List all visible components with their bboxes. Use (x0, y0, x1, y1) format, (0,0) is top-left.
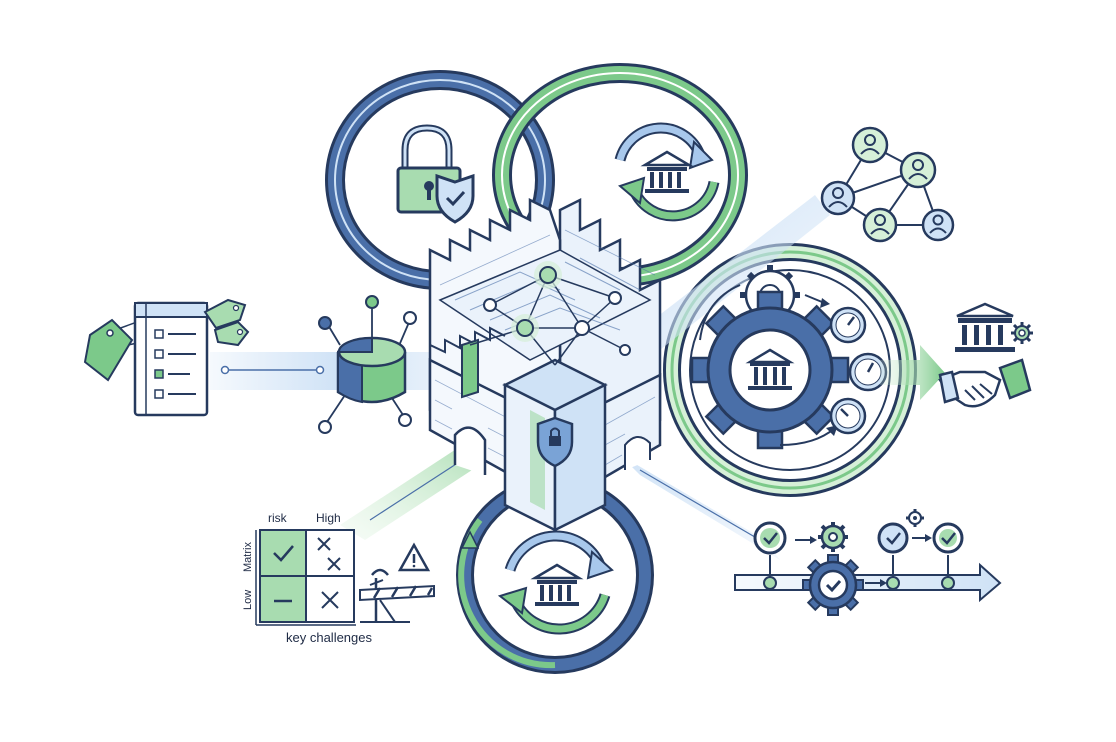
checklist-tags-icon (83, 298, 250, 417)
arrow-to-handshake (880, 345, 945, 400)
fortress-network (469, 261, 631, 366)
cross-icon (321, 591, 339, 609)
beam-lower-right (620, 455, 780, 560)
matrix-high-label: High (316, 511, 341, 525)
check-icon (273, 545, 294, 562)
beam-upper-right (640, 195, 830, 350)
person-node (899, 151, 937, 189)
bank-handshake-icon (938, 302, 1033, 408)
person-node (921, 208, 955, 242)
person-node (851, 126, 889, 164)
matrix-cell-1 (259, 529, 307, 577)
pie-cylinder-icon (318, 295, 417, 434)
process-timeline-icon (734, 509, 1002, 616)
risk-matrix: risk High Matrix Low key challenges (242, 511, 372, 645)
warning-barrier-icon (359, 542, 435, 623)
person-node (862, 207, 898, 243)
matrix-caption: key challenges (286, 630, 372, 645)
matrix-cell-3 (259, 575, 307, 623)
gear-bank-icon (690, 265, 850, 450)
matrix-risk-label: risk (268, 511, 288, 525)
bank-cycle-icon (614, 122, 720, 222)
cross-icon (317, 537, 341, 571)
fortress-icon (428, 197, 662, 533)
matrix-low-label: Low (242, 590, 254, 610)
bank-cycle-bottom-icon (460, 530, 614, 635)
network-people-icon (820, 126, 955, 243)
lock-shield-icon (396, 124, 475, 224)
person-node (820, 180, 856, 216)
matrix-side-label: Matrix (242, 542, 254, 572)
